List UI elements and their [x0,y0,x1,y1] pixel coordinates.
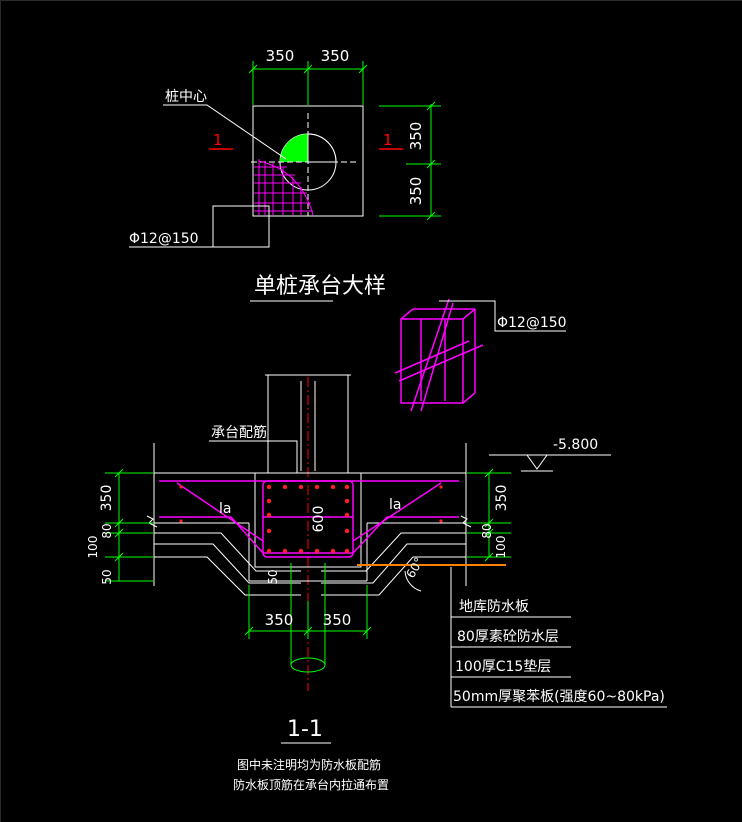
bottom-dim-left: 350 [265,611,294,629]
dim-600: 600 [311,506,327,533]
plan-title: 单桩承台大样 [254,274,386,299]
dim-50: 50 [266,569,280,584]
bottom-dim-right: 350 [323,611,352,629]
plan-dim-left: 350 [266,47,295,65]
pile-center-label: 桩中心 [165,88,207,105]
right-dim-100: 100 [494,536,508,559]
note-2: 防水板顶筋在承台内拉通布置 [233,777,389,792]
section-view: la la 600 承台配筋 -5.800 [86,374,667,792]
plan-rebar-label: Φ12@150 [129,231,199,247]
la-left: la [219,501,231,517]
angle-label: 60° [403,555,426,580]
elevation-label: -5.800 [553,437,598,453]
plan-view: 350 350 350 350 桩中心 [129,47,441,302]
left-dim-100: 100 [86,536,100,559]
section-mark-left: 1 [213,131,223,149]
section-mark-right: 1 [383,131,393,149]
plan-dim-upper: 350 [407,122,425,151]
layer-3: 100厚C15垫层 [455,659,551,675]
note-1: 图中未注明均为防水板配筋 [237,757,381,772]
right-dim-350: 350 [494,485,510,512]
left-dim-350: 350 [99,485,115,512]
rebar-detail: Φ12@150 [394,298,567,412]
right-dim-80: 80 [480,523,494,538]
left-dim-50: 50 [100,569,114,584]
rebar-dots [179,484,443,554]
section-title: 1-1 [287,717,323,742]
layer-legend-lines [450,567,667,708]
pile-hatch-quadrant [280,134,308,162]
plan-rebar-mesh [254,159,314,216]
layer-2: 80厚素砼防水层 [457,629,559,645]
slab-rebar [159,480,459,558]
left-dim-80: 80 [100,523,114,538]
plan-dim-lower: 350 [407,177,425,206]
layer-1: 地库防水板 [459,599,529,615]
la-right: la [389,497,401,513]
pile-below [290,563,326,673]
cap-rebar-label: 承台配筋 [211,424,267,441]
detail-rebar-label: Φ12@150 [497,315,567,331]
layer-4: 50mm厚聚苯板(强度60~80kPa) [453,688,665,705]
plan-dim-right: 350 [321,47,350,65]
